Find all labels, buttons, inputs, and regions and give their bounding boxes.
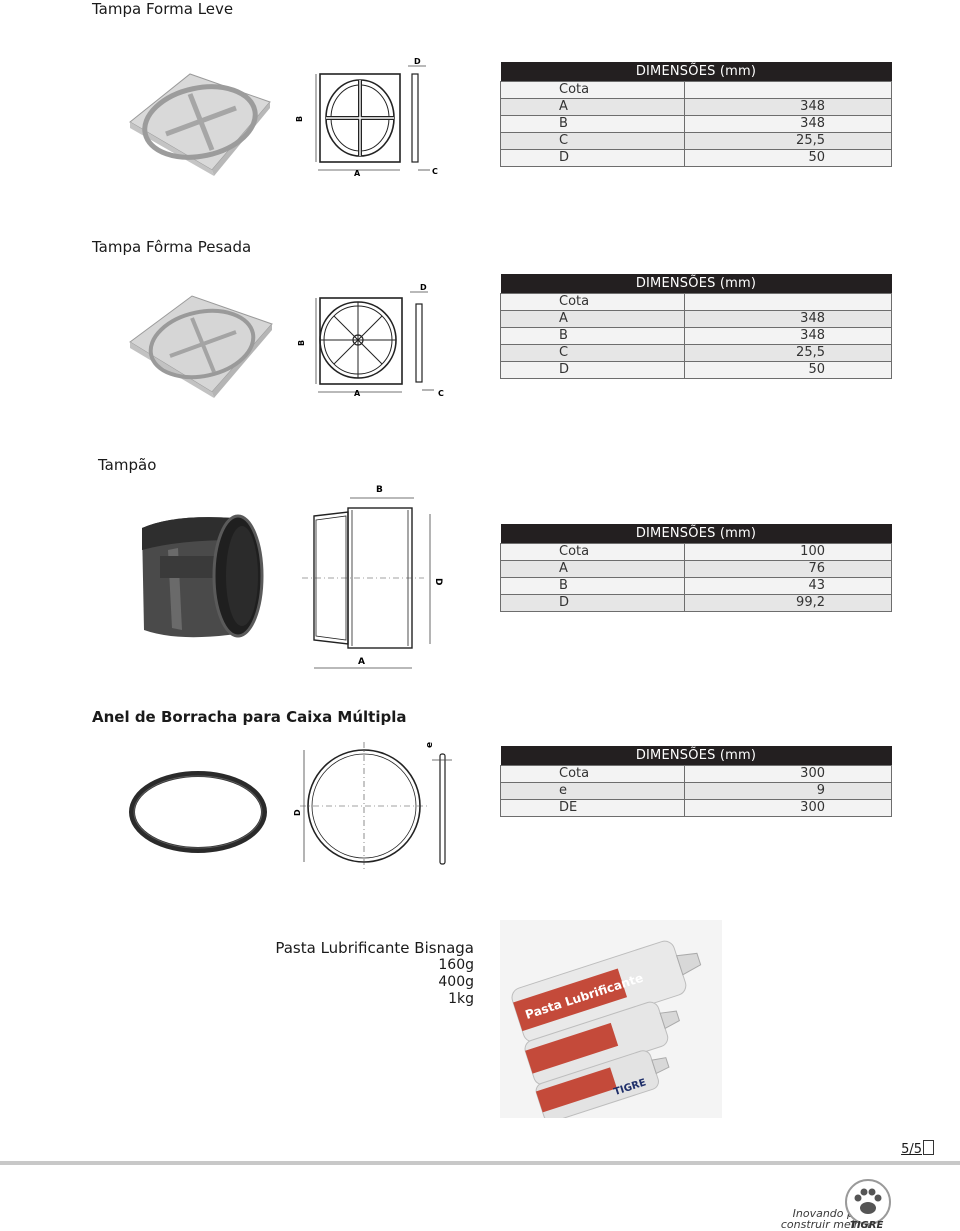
table-row: Cota — [500, 81, 892, 99]
cell-key: Cota — [500, 765, 685, 783]
cell-value: 50 — [684, 149, 892, 167]
dim-label-d: D — [414, 57, 421, 66]
cell-value: 9 — [684, 782, 892, 800]
section-title-tampa-forma-leve: Tampa Forma Leve — [92, 0, 234, 18]
pasta-size: 160g — [438, 957, 474, 973]
cell-key: Cota — [500, 81, 685, 99]
cell-value: 76 — [684, 560, 892, 578]
dim-label-d: D — [433, 578, 443, 585]
dim-label-e: e — [425, 742, 435, 748]
tampa-leve-photo — [129, 73, 271, 176]
section-title-anel-borracha: Anel de Borracha para Caixa Múltipla — [92, 708, 407, 726]
page-box-icon — [923, 1140, 934, 1155]
cell-value: 50 — [684, 361, 892, 379]
table-header: DIMENSÕES (mm) — [500, 524, 892, 544]
dim-label-b: B — [296, 116, 304, 122]
slogan-line2: construir melhor — [780, 1218, 872, 1231]
tampao-drawing: B A D — [302, 485, 443, 669]
cell-value: 348 — [684, 98, 892, 116]
cell-key: A — [500, 310, 685, 328]
cell-value — [684, 293, 892, 311]
cell-value: 348 — [684, 115, 892, 133]
pasta-lubrificante-info: Pasta Lubrificante Bisnaga 160g 400g 1kg — [74, 940, 474, 1008]
cell-key: D — [500, 149, 685, 167]
cell-value: 348 — [684, 310, 892, 328]
cell-key: Cota — [500, 293, 685, 311]
tampa-pesada-photo — [129, 295, 273, 398]
cell-key: A — [500, 98, 685, 116]
tampa-leve-drawing: B A C D — [296, 57, 438, 178]
dim-label-c: C — [432, 167, 438, 176]
slogan-line1: Inovando para — [792, 1207, 872, 1220]
footer-divider — [0, 1161, 960, 1165]
cell-key: C — [500, 344, 685, 362]
pasta-size: 1kg — [448, 991, 474, 1007]
page-number: 5/5 — [901, 1140, 934, 1157]
tigre-logo: TIGRE — [845, 1179, 891, 1230]
cell-value: 25,5 — [684, 132, 892, 150]
anel-borracha-drawing: D e — [294, 742, 452, 870]
cell-value: 43 — [684, 577, 892, 595]
cell-value: 99,2 — [684, 594, 892, 612]
dim-label-a: A — [358, 657, 365, 667]
cell-key: DE — [500, 799, 685, 817]
cell-value — [684, 81, 892, 99]
cell-key: Cota — [500, 543, 685, 561]
tampa-pesada-drawing: B A C D — [297, 283, 444, 398]
pasta-lubrificante-photo: Pasta Lubrificante TIGRE — [500, 920, 722, 1118]
cell-key: B — [500, 327, 685, 345]
cell-value: 100 — [684, 543, 892, 561]
table-row: Cota — [500, 293, 892, 311]
table-header: DIMENSÕES (mm) — [500, 274, 892, 294]
cell-key: e — [500, 782, 685, 800]
dim-label-d: D — [420, 283, 427, 292]
cell-key: C — [500, 132, 685, 150]
anel-borracha-photo — [129, 771, 267, 853]
pasta-title: Pasta Lubrificante Bisnaga — [275, 939, 474, 957]
slogan: Inovando para construir melhor — [781, 1208, 872, 1230]
cell-key: D — [500, 361, 685, 379]
pasta-size: 400g — [438, 974, 474, 990]
page-number-text: 5/5 — [901, 1142, 922, 1157]
cell-key: B — [500, 115, 685, 133]
cell-key: B — [500, 577, 685, 595]
section-title-tampa-forma-pesada: Tampa Fôrma Pesada — [92, 238, 252, 256]
cell-value: 300 — [684, 765, 892, 783]
cell-key: D — [500, 594, 685, 612]
brand-wordmark: TIGRE — [850, 1220, 883, 1230]
tampao-photo — [142, 514, 264, 638]
dim-label-b: B — [297, 340, 306, 346]
table-header: DIMENSÕES (mm) — [500, 62, 892, 82]
section-title-tampao: Tampão — [98, 456, 157, 474]
cell-value: 348 — [684, 327, 892, 345]
dim-label-b: B — [376, 485, 383, 495]
dim-label-a: A — [354, 169, 361, 178]
dim-label-d: D — [294, 809, 302, 816]
dim-label-a: A — [354, 389, 361, 398]
table-header: DIMENSÕES (mm) — [500, 746, 892, 766]
cell-key: A — [500, 560, 685, 578]
cell-value: 300 — [684, 799, 892, 817]
cell-value: 25,5 — [684, 344, 892, 362]
dim-label-c: C — [438, 389, 444, 398]
